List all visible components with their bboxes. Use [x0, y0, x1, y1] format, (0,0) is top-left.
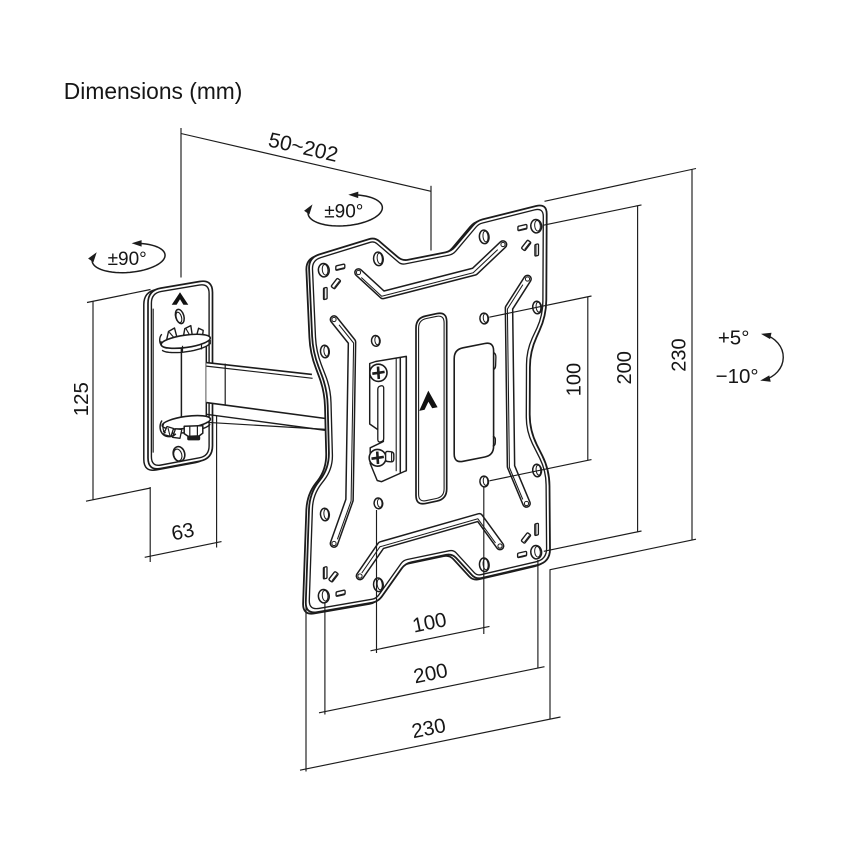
svg-text:Dimensions (mm): Dimensions (mm) [64, 78, 243, 104]
svg-text:+5°: +5° [718, 326, 750, 349]
svg-text:200: 200 [614, 351, 636, 384]
svg-text:230: 230 [668, 338, 690, 371]
svg-text:125: 125 [70, 382, 93, 416]
svg-text:±90°: ±90° [108, 249, 147, 270]
svg-text:±90°: ±90° [324, 202, 363, 223]
svg-text:63: 63 [169, 518, 196, 545]
svg-text:−10°: −10° [716, 365, 759, 388]
svg-text:100: 100 [563, 363, 585, 396]
